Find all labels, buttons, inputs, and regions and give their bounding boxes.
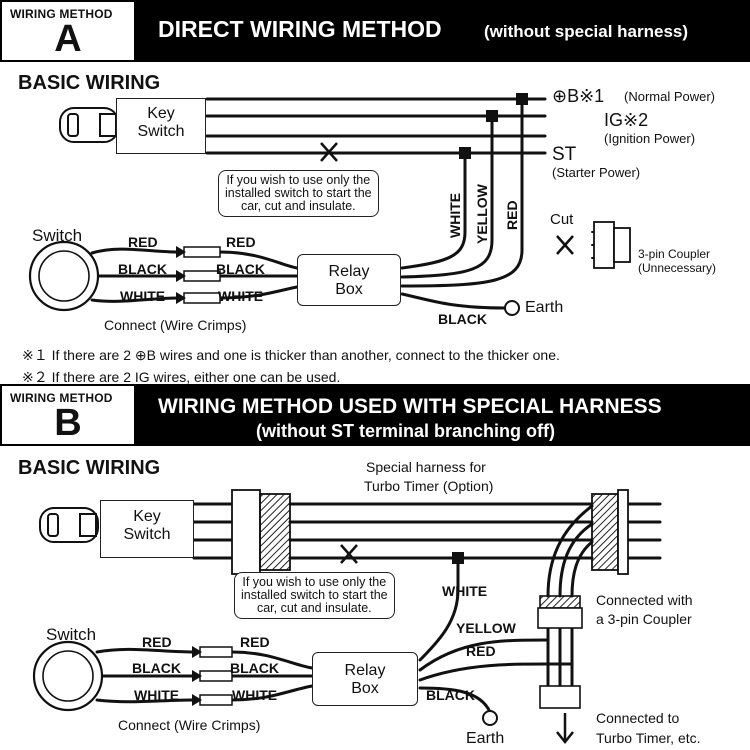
method-letter: B — [54, 402, 82, 444]
b-black-wire — [418, 686, 492, 714]
wire-red-left: RED — [128, 234, 158, 250]
wire-red-left-b: RED — [142, 634, 172, 650]
method-letter: A — [54, 18, 82, 60]
relay-box-a: Relay Box — [297, 254, 401, 306]
wire-black-left: BLACK — [118, 261, 167, 277]
wire-red-right-b: RED — [240, 634, 270, 650]
method-label: WIRING METHOD — [10, 391, 113, 405]
note-line: car, cut and insulate. — [240, 199, 356, 214]
section-b-header: WIRING METHOD B WIRING METHOD USED WITH … — [0, 384, 750, 446]
wire-white-right-b: WHITE — [232, 687, 278, 703]
key-switch-box-b: Key Switch — [100, 500, 194, 558]
turbo-conn-1: Connected to — [596, 710, 680, 726]
ig-terminal-desc: (Ignition Power) — [604, 131, 696, 146]
section-b-subtitle: (without ST terminal branching off) — [256, 421, 555, 441]
black-label-b: BLACK — [426, 687, 475, 703]
key-label-2: Switch — [137, 123, 185, 141]
a-sw-red — [90, 247, 180, 255]
cut-label: Cut — [550, 211, 574, 228]
note-line: car, cut and insulate. — [256, 601, 372, 616]
coupler-conn-1: Connected with — [596, 592, 693, 608]
note-line: installed switch to start the — [241, 588, 388, 603]
white-label-b: WHITE — [442, 583, 488, 599]
turbo-conn-2: Turbo Timer, etc. — [596, 730, 701, 746]
coupler-label-2: (Unnecessary) — [638, 261, 717, 275]
ig-terminal-label: IG※2 — [604, 110, 649, 130]
a-black-earth — [400, 292, 507, 310]
switch-label-b: Switch — [46, 625, 97, 644]
key-label-1: Key — [147, 105, 175, 122]
a-white-vert — [400, 151, 467, 270]
b-yellow-wire — [418, 638, 550, 672]
vertical-white: WHITE — [447, 192, 463, 238]
a-yellow-vert — [400, 114, 494, 279]
coupler-label-1: 3-pin Coupler — [638, 247, 711, 261]
key-label-1: Key — [133, 508, 161, 525]
method-a-box: WIRING METHOD A — [0, 0, 136, 62]
wire-black-right-b: BLACK — [230, 660, 279, 676]
yellow-label-b: YELLOW — [456, 620, 516, 636]
wire-white-right: WHITE — [218, 288, 264, 304]
b-white-wire — [418, 556, 460, 662]
relay-box-b: Relay Box — [312, 652, 418, 706]
section-b-title: WIRING METHOD USED WITH SPECIAL HARNESS — [158, 395, 662, 418]
a-red-vert — [400, 97, 524, 288]
wire-black-right: BLACK — [216, 261, 265, 277]
method-b-box: WIRING METHOD B — [0, 384, 136, 446]
cut-note-a: If you wish to use only the installed sw… — [218, 170, 379, 218]
wire-black-left-b: BLACK — [132, 660, 181, 676]
note-line: If you wish to use only the — [226, 173, 371, 187]
relay-label-1: Relay — [328, 263, 370, 280]
relay-label-2: Box — [351, 680, 379, 698]
basic-wiring-heading: BASIC WIRING — [18, 72, 161, 94]
relay-label-2: Box — [335, 281, 363, 299]
earth-label-b: Earth — [466, 730, 505, 747]
red-label-b: RED — [466, 643, 496, 659]
cut-note-b: If you wish to use only the installed sw… — [234, 572, 395, 620]
black-wire-label-a: BLACK — [438, 311, 487, 327]
a-rl-white — [218, 285, 299, 300]
connect-label-a: Connect (Wire Crimps) — [104, 317, 247, 333]
switch-label-a: Switch — [32, 226, 83, 245]
wire-white-left-b: WHITE — [134, 687, 180, 703]
b-red-wire — [418, 662, 574, 682]
section-a-header: WIRING METHOD A DIRECT WIRING METHOD (wi… — [0, 0, 750, 62]
b-terminal-label: ⊕B※1 — [552, 86, 605, 106]
coupler-conn-2: a 3-pin Coupler — [596, 611, 692, 627]
earth-label-a: Earth — [525, 299, 564, 316]
harness-label-1: Special harness for — [366, 459, 486, 475]
b-terminal-desc: (Normal Power) — [624, 89, 716, 104]
key-switch-box: Key Switch — [116, 98, 206, 154]
footnote-1: ※１ If there are 2 ⊕B wires and one is th… — [22, 347, 560, 363]
vertical-yellow: YELLOW — [474, 184, 490, 244]
a-sw-white — [90, 296, 180, 303]
st-terminal-desc: (Starter Power) — [552, 165, 641, 180]
relay-label-1: Relay — [344, 662, 386, 679]
section-a-title: DIRECT WIRING METHOD — [158, 16, 442, 42]
st-terminal-label: ST — [552, 144, 577, 165]
method-label: WIRING METHOD — [10, 7, 113, 21]
basic-wiring-heading-b: BASIC WIRING — [18, 457, 161, 479]
vertical-red: RED — [504, 200, 520, 230]
note-line: If you wish to use only the — [242, 575, 387, 589]
section-a-title-suffix: (without special harness) — [484, 22, 689, 41]
wire-red-right: RED — [226, 234, 256, 250]
harness-label-2: Turbo Timer (Option) — [364, 478, 494, 494]
a-rl-red — [218, 250, 299, 270]
key-label-2: Switch — [123, 526, 171, 544]
note-line: installed switch to start the — [225, 186, 372, 201]
wire-white-left: WHITE — [120, 288, 166, 304]
footnote-2: ※２ If there are 2 IG wires, either one c… — [22, 369, 341, 385]
connect-label-b: Connect (Wire Crimps) — [118, 717, 261, 733]
